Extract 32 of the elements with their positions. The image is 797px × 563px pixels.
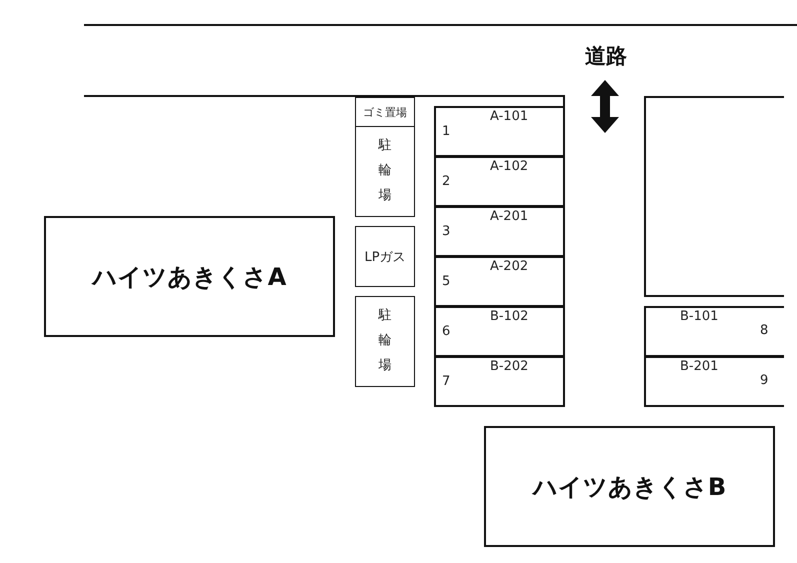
- parking-space: [434, 106, 565, 157]
- space-number: 3: [442, 224, 450, 239]
- parking-space: [434, 156, 565, 207]
- garbage-area-box: ゴミ置場: [355, 97, 415, 127]
- space-number: 2: [442, 174, 450, 189]
- road-label: 道路: [585, 43, 627, 70]
- space-number: 6: [442, 324, 450, 339]
- space-number: 5: [442, 274, 450, 289]
- parking-space: [434, 356, 565, 407]
- parking-space: [434, 256, 565, 307]
- parking-space: [434, 206, 565, 257]
- unit-label: A-202: [490, 259, 528, 274]
- space-number: 7: [442, 374, 450, 389]
- bicycle-parking-box: 駐輪場: [355, 126, 415, 217]
- space-number: 1: [442, 124, 450, 139]
- building-box: ハイツあきくさA: [44, 216, 335, 337]
- parking-space: [644, 356, 784, 407]
- space-number: 8: [760, 323, 768, 338]
- unit-label: A-102: [490, 159, 528, 174]
- unit-label: B-201: [680, 359, 718, 374]
- parking-space: [644, 306, 784, 357]
- unit-label: B-101: [680, 309, 718, 324]
- gas-storage-box: LPガス: [355, 226, 415, 287]
- unit-label: B-102: [490, 309, 528, 324]
- unit-label: A-101: [490, 109, 528, 124]
- unit-label: A-201: [490, 209, 528, 224]
- building-box: ハイツあきくさB: [484, 426, 775, 547]
- unit-label: B-202: [490, 359, 528, 374]
- bicycle-parking-box: 駐輪場: [355, 296, 415, 387]
- space-number: 9: [760, 373, 768, 388]
- building-outline: [644, 96, 784, 297]
- parking-space: [434, 306, 565, 357]
